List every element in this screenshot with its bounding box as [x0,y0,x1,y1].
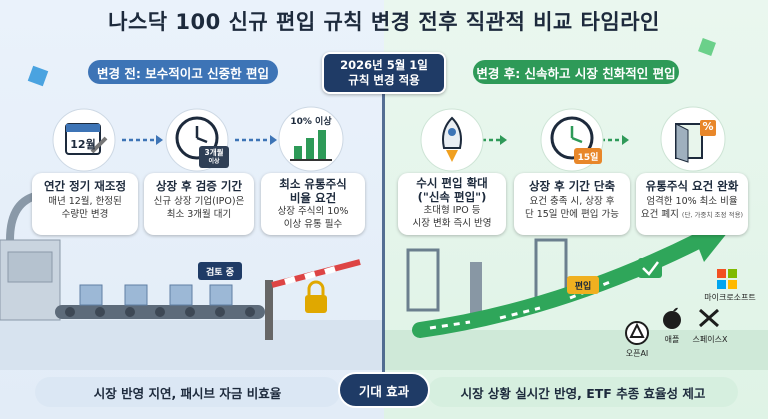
before-effect: 시장 반영 지연, 패시브 자금 비효율 [35,377,340,407]
card-title: 연간 정기 재조정 [43,179,127,193]
clock-badge-15: 15일 [574,148,602,164]
open-door-icon: % [660,106,726,172]
card-desc: 상장 주식의 10%이상 유통 필수 [277,206,349,230]
clock-icon: 3개월 이상 [165,108,229,172]
apple-label: 애플 [664,335,680,344]
card-title: 상장 후 검증 기간 [155,179,243,193]
microsoft-icon [716,268,738,290]
change-date-badge: 2026년 5월 1일 규칙 변경 적용 [322,52,446,94]
percent-sign: % [702,120,714,133]
rocket-icon [420,108,484,172]
calendar-icon: 12월 [52,108,116,172]
review-sign: 검토 중 [198,262,242,280]
timeline-divider [382,58,385,378]
clock-fast-icon: 15일 [540,108,604,172]
change-date: 2026년 5월 1일 [340,58,428,72]
spacex-icon [696,306,722,330]
openai-icon [624,320,650,346]
card-title: 유통주식 요건 완화 [645,179,739,193]
after-header: 변경 후: 신속하고 시장 친화적인 편입 [473,60,679,84]
before-header: 변경 전: 보수적이고 신중한 편입 [88,60,278,84]
card-title: 상장 후 기간 단축 [528,179,616,193]
openai-label: 오픈AI [625,349,649,358]
chart-label: 10% 이상 [290,117,332,127]
entry-road-sign: 편입 [567,276,599,294]
microsoft-label: 마이크로소프트 [704,293,756,302]
apple-icon [660,306,684,332]
spacex-label: 스페이스X [692,335,728,344]
change-note: 규칙 변경 적용 [348,73,420,87]
expected-effect-label: 기대 효과 [338,372,430,408]
page-title: 나스닥 100 신규 편입 규칙 변경 전후 직관적 비교 타임라인 [108,10,660,34]
clock-badge: 3개월 이상 [199,146,229,168]
card-title: 수시 편입 확대("신속 편입") [416,176,488,204]
clock-badge-months: 3개월 [204,148,224,157]
bar-chart-icon: 10% 이상 [278,106,344,172]
calendar-label: 12월 [70,138,96,151]
after-effect: 시장 상황 실시간 반영, ETF 추종 효율성 제고 [428,377,738,407]
clock-badge-more: 이상 [208,158,220,165]
